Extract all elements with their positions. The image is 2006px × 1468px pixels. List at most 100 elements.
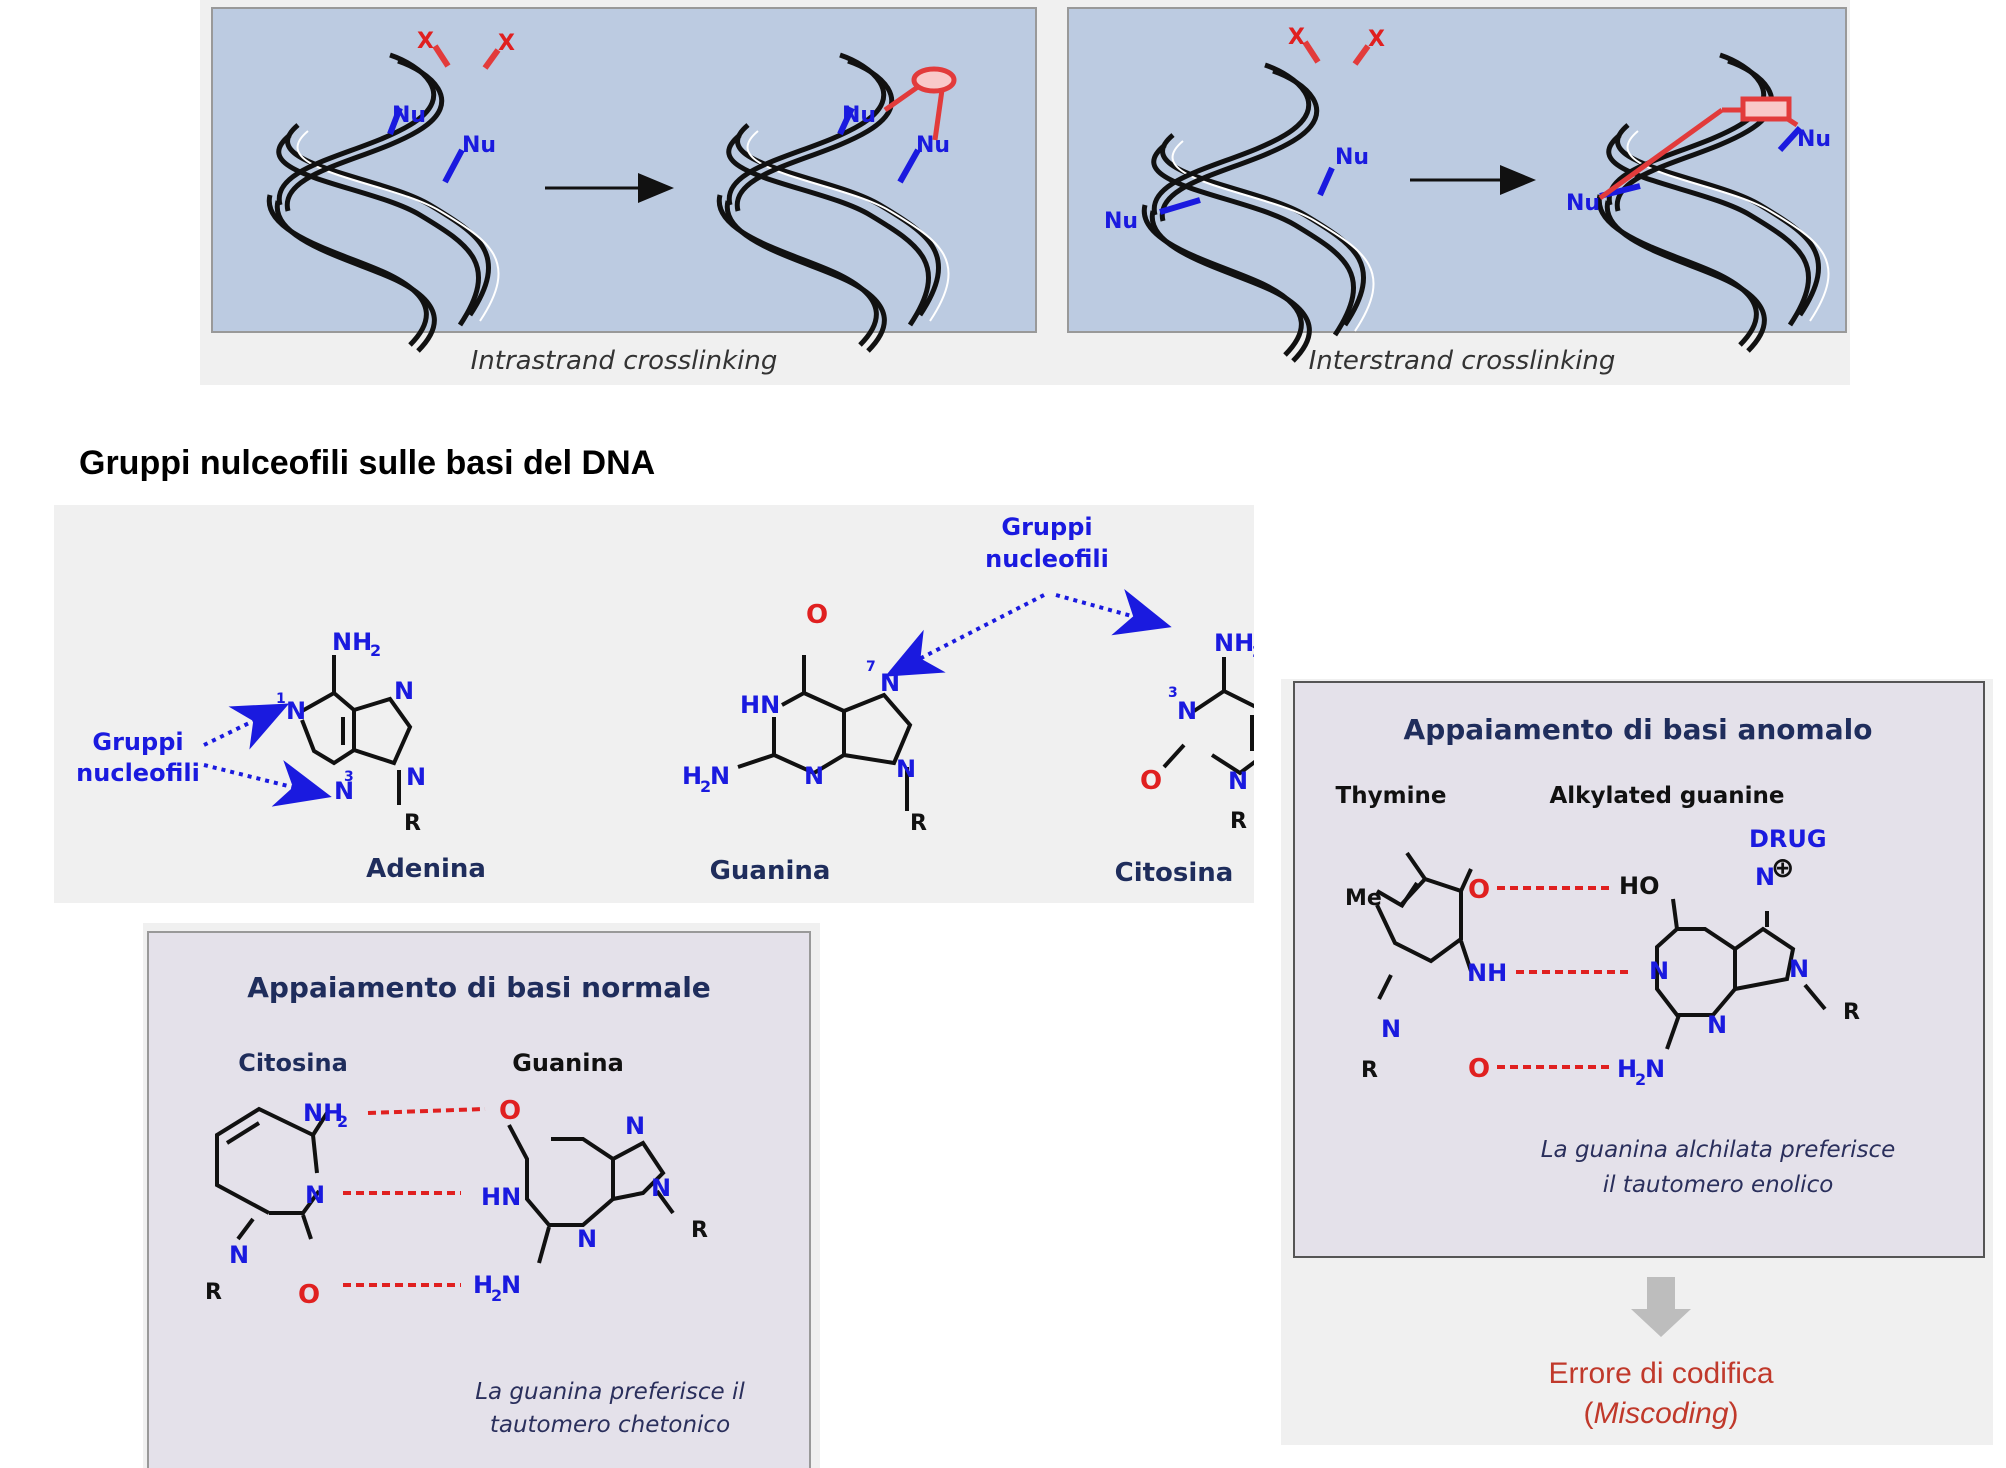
crosslink-bridge — [932, 89, 945, 141]
crosslink-svg: Nu Nu X X Nu Nu Intrastrand crosslinking… — [211, 7, 1847, 376]
atom-subscript: 2 — [370, 641, 381, 660]
atom-n1: N — [286, 697, 306, 725]
atom-h2n: H — [682, 762, 702, 790]
citosina-structure — [1162, 657, 1254, 776]
atom-subscript: 2 — [1252, 642, 1254, 661]
atom-n9: N — [1789, 955, 1809, 983]
thymine-label: Thymine — [1336, 783, 1447, 809]
atom-r: R — [205, 1280, 222, 1305]
atom-r: R — [1230, 809, 1247, 834]
atom-n3: N — [1177, 697, 1197, 725]
atom-n1: N — [229, 1241, 249, 1269]
atom-o: O — [499, 1096, 521, 1126]
x-label: X — [417, 29, 434, 54]
nucleophile-bond — [837, 106, 855, 136]
miscoding-line2: (Miscoding) — [1583, 1397, 1738, 1430]
atom-o: O — [1468, 1054, 1490, 1084]
cytosine-structure — [215, 1106, 329, 1241]
dotted-arrow-to-n7 — [884, 593, 1045, 677]
anomalous-note-line2: il tautomero enolico — [1603, 1172, 1834, 1198]
position-7: 7 — [866, 659, 876, 675]
dotted-arrow-to-n1 — [203, 703, 290, 750]
nucleophile-bond — [1317, 166, 1335, 197]
interstrand-caption: Interstrand crosslinking — [1309, 346, 1616, 376]
atom-nh2: NH — [303, 1099, 343, 1127]
thymine-structure — [1375, 851, 1473, 1000]
anomalous-pairing-panel: Appaiamento di basi anomalo Thymine Alky… — [1281, 679, 1993, 1445]
adenina-label: Adenina — [366, 854, 486, 884]
atom-o: O — [1468, 875, 1490, 905]
bases-svg: Gruppi nucleofili NH 2 N 1 N 3 N N R Ade… — [76, 513, 1254, 888]
anomalous-pairing-title: Appaiamento di basi anomalo — [1404, 713, 1873, 746]
plus-charge: ⊕ — [1771, 851, 1794, 884]
atom-n3: N — [804, 762, 824, 790]
atom-n1: N — [1228, 767, 1248, 795]
atom-n7: N — [394, 677, 414, 705]
x-label: X — [1368, 27, 1385, 52]
atom-hn: HN — [481, 1183, 521, 1211]
atom-r: R — [1843, 1000, 1860, 1025]
gruppi-label-line1: Gruppi — [1001, 513, 1092, 541]
nu-label: Nu — [462, 133, 496, 158]
bases-panel: Gruppi nucleofili NH 2 N 1 N 3 N N R Ade… — [54, 505, 1254, 903]
atom-n1: N — [1649, 957, 1669, 985]
atom-n3: N — [334, 777, 354, 805]
atom-r: R — [910, 811, 927, 836]
nu-label: Nu — [392, 103, 426, 128]
citosina-label: Citosina — [238, 1049, 348, 1077]
atom-n3: N — [1707, 1011, 1727, 1039]
atom-nh2: NH — [1214, 629, 1254, 657]
x-label: X — [1288, 25, 1305, 50]
atom-subscript: 2 — [700, 777, 711, 796]
atom-hn: HN — [740, 691, 780, 719]
down-arrow-icon — [1631, 1277, 1691, 1337]
nu-label: Nu — [1104, 209, 1138, 234]
reagent-arm — [432, 44, 451, 68]
atom-n7: N — [1755, 863, 1775, 891]
atom-subscript: 2 — [337, 1112, 348, 1131]
atom-subscript: 2 — [491, 1286, 502, 1305]
gruppi-label-line2: nucleofili — [76, 759, 200, 787]
crosslinker-block — [1740, 96, 1792, 122]
miscoding-line1: Errore di codifica — [1548, 1357, 1773, 1390]
atom-o: O — [806, 600, 828, 630]
gruppi-label-line2: nucleofili — [985, 545, 1109, 573]
hydrogen-bond — [367, 1107, 486, 1115]
gruppi-label-line1: Gruppi — [92, 728, 183, 756]
alkylated-guanine-label: Alkylated guanine — [1549, 783, 1784, 809]
normal-note-line1: La guanina preferisce il — [475, 1379, 745, 1405]
crosslink-figure: Nu Nu X X Nu Nu Intrastrand crosslinking… — [200, 0, 1850, 385]
normal-note-line2: tautomero chetonico — [490, 1412, 730, 1438]
crosslink-bridge — [1598, 107, 1724, 201]
atom-n9: N — [896, 755, 916, 783]
nucleophile-bond — [387, 106, 403, 136]
nu-label: Nu — [842, 103, 876, 128]
normal-pairing-title: Appaiamento di basi normale — [247, 971, 711, 1004]
atom-r: R — [404, 811, 421, 836]
nucleophile-bond — [1159, 197, 1201, 215]
position-1: 1 — [276, 691, 286, 707]
position-3: 3 — [344, 769, 354, 785]
intrastrand-caption: Intrastrand crosslinking — [471, 346, 778, 376]
atom-n9: N — [651, 1174, 671, 1202]
atom-n9: N — [406, 763, 426, 791]
atom-nh: NH — [1467, 959, 1507, 987]
anomalous-pairing-svg: Appaiamento di basi anomalo Thymine Alky… — [1336, 713, 1896, 1430]
nu-label: Nu — [1335, 145, 1369, 170]
position-3: 3 — [1168, 685, 1178, 701]
drug-label: DRUG — [1749, 825, 1827, 853]
dotted-arrow-to-citosina — [1055, 589, 1172, 636]
normal-pairing-panel: Appaiamento di basi normale Citosina Gua… — [143, 923, 820, 1468]
atom-h2n-n: N — [501, 1271, 521, 1299]
atom-h2n-n: N — [1645, 1055, 1665, 1083]
atom-r: R — [1361, 1058, 1378, 1083]
atom-nh2: NH — [332, 628, 372, 656]
nu-label: Nu — [1566, 191, 1600, 216]
guanina-label: Guanina — [512, 1049, 624, 1077]
atom-subscript: 2 — [1635, 1070, 1646, 1089]
crosslinker-ellipse — [911, 66, 957, 94]
atom-o: O — [1140, 766, 1162, 796]
reagent-arm — [1352, 44, 1371, 66]
dotted-arrow-to-n3 — [203, 760, 332, 807]
atom-h2n-n: N — [710, 762, 730, 790]
